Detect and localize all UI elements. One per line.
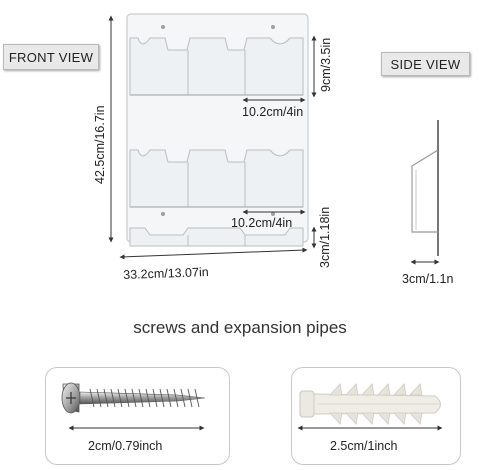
screw-thread xyxy=(166,388,172,408)
screw-thread xyxy=(117,388,123,408)
anchor-fin xyxy=(361,412,375,425)
expansion-anchor-icon xyxy=(299,383,441,425)
screw-thread xyxy=(131,388,137,408)
screw-thread xyxy=(152,388,158,408)
screw-thread xyxy=(89,388,95,408)
anchor-size-label: 2.5cm/1inch xyxy=(330,439,398,453)
side-depth-label: 3cm/1.1n xyxy=(402,272,454,286)
front-view-label: FRONT VIEW xyxy=(3,44,99,70)
dimension-lines xyxy=(108,15,317,260)
mounting-hole-icon xyxy=(271,25,275,29)
total-width-label: 33.2cm/13.07in xyxy=(123,265,209,282)
screw-thread xyxy=(96,388,102,408)
screw-thread xyxy=(194,388,200,408)
anchor-fin xyxy=(329,412,343,425)
width-dimension-arrow xyxy=(119,247,308,260)
pocket-row-middle xyxy=(129,149,304,208)
screw-thread xyxy=(180,388,186,408)
pocket-row-bottom xyxy=(129,212,304,247)
screw-size-label: 2cm/0.79inch xyxy=(88,439,163,453)
pocket-height-label: 9cm/3.5in xyxy=(319,37,333,92)
screw-threads xyxy=(89,388,200,408)
anchor-fin xyxy=(377,383,391,396)
screw-thread xyxy=(187,388,193,408)
side-view-drawing xyxy=(411,120,439,256)
anchor-box xyxy=(291,367,461,465)
anchor-fin xyxy=(345,412,359,425)
height-total-label: 42.5cm/16.7in xyxy=(93,105,107,184)
screw-thread xyxy=(145,388,151,408)
mounting-hole-icon xyxy=(161,25,165,29)
pocket-width-middle-label: 10.2cm/4in xyxy=(231,216,293,230)
anchor-fin xyxy=(393,383,407,396)
anchor-fin xyxy=(409,412,423,425)
anchor-fin xyxy=(393,412,407,425)
side-view-label: SIDE VIEW xyxy=(381,52,470,76)
screw-thread xyxy=(173,388,179,408)
screw-thread xyxy=(103,388,109,408)
screw-box xyxy=(45,367,230,465)
screw-thread xyxy=(138,388,144,408)
anchor-fin xyxy=(361,383,375,396)
anchor-fin xyxy=(329,383,343,396)
pocket-row-top xyxy=(129,37,304,96)
anchor-fin xyxy=(345,383,359,396)
anchor-fins xyxy=(329,383,423,425)
screw-thread xyxy=(159,388,165,408)
screw-thread xyxy=(124,388,130,408)
screw-icon xyxy=(61,382,206,414)
hardware-title: screws and expansion pipes xyxy=(133,318,347,337)
bottom-pocket-height-label: 3cm/1.18in xyxy=(318,206,332,268)
anchor-fin xyxy=(377,412,391,425)
pocket-width-top-label: 10.2cm/4in xyxy=(242,105,304,119)
screw-thread xyxy=(110,388,116,408)
anchor-fin xyxy=(409,383,423,396)
